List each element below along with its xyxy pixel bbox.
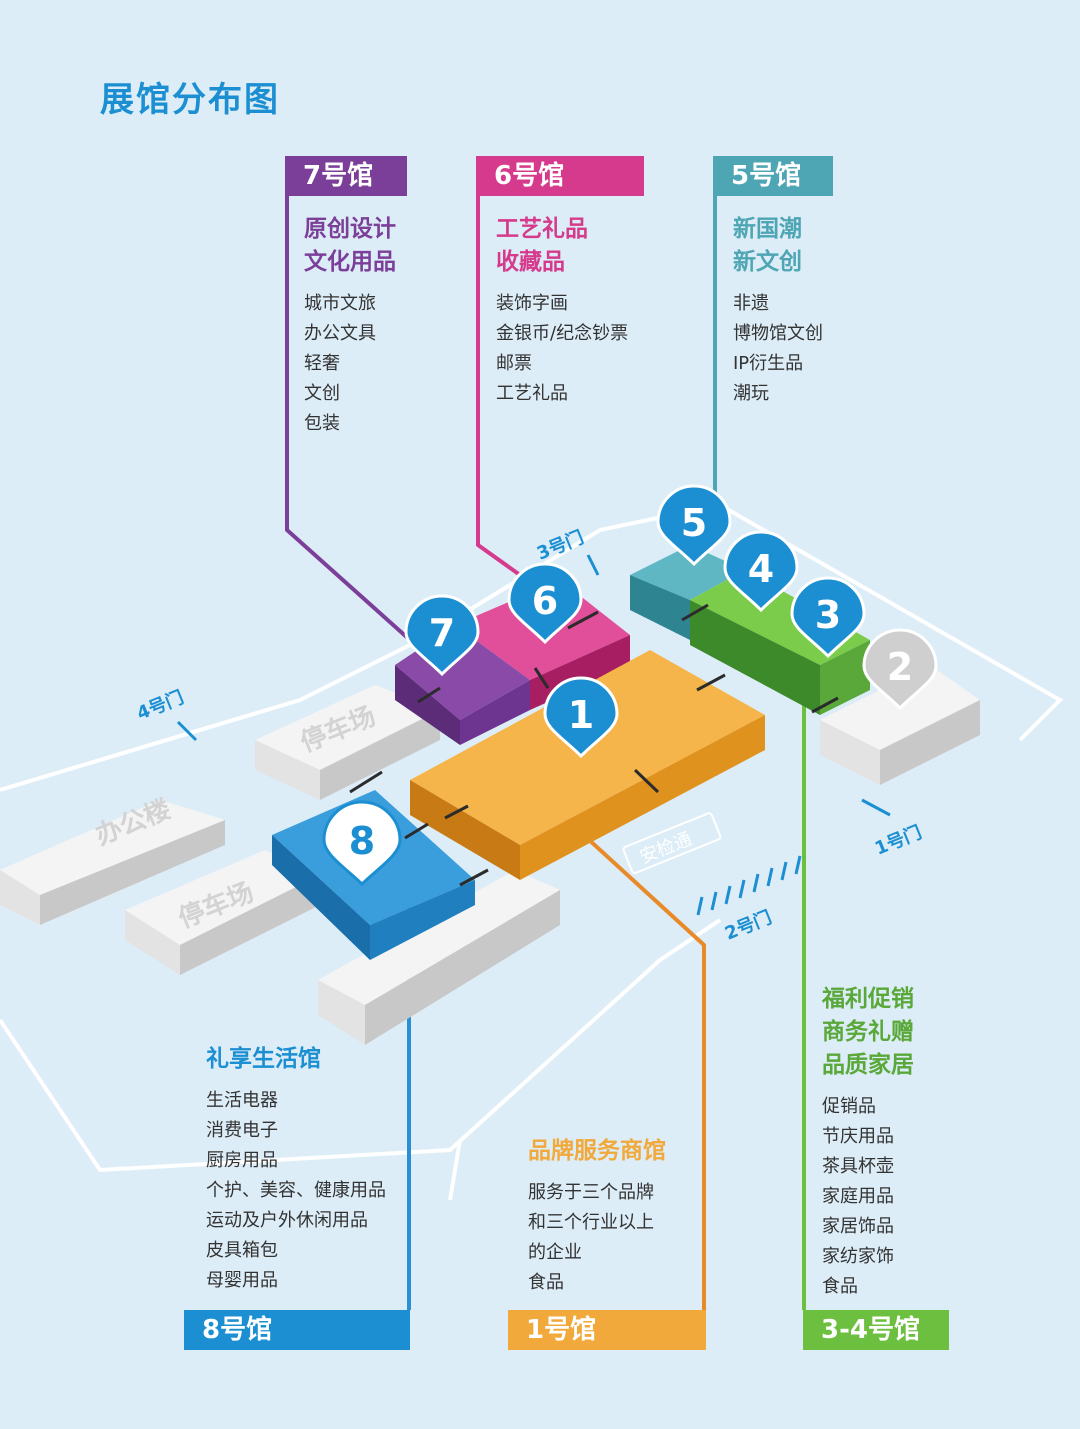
connector-arrows (349, 603, 839, 887)
hall5-headline-2: 新文创 (733, 249, 802, 275)
hall34-item: 家庭用品 (822, 1186, 894, 1207)
hall6-item: 装饰字画 (496, 293, 568, 314)
hall1-item: 服务于三个品牌 (528, 1182, 654, 1203)
pin-7: 7 (404, 594, 480, 677)
security-sign: 安检通 (622, 812, 722, 875)
hall1-item: 和三个行业以上 (528, 1212, 654, 1233)
pin-6: 6 (507, 562, 583, 645)
site-boundary (0, 502, 1064, 1201)
hall7-item: 包装 (304, 413, 340, 434)
hall7-headline-1: 原创设计 (304, 216, 396, 242)
hall7-item: 文创 (304, 383, 340, 404)
hall6-item: 金银币/纪念钞票 (496, 323, 629, 344)
svg-text:3: 3 (815, 593, 841, 637)
hall5-item: 博物馆文创 (733, 323, 823, 344)
hall7-item: 办公文具 (304, 323, 376, 344)
hall7-item: 轻奢 (304, 353, 340, 374)
hall34-item: 节庆用品 (822, 1126, 894, 1147)
hall34-headline-1: 福利促销 (822, 986, 914, 1012)
gate2-label: 2号门 (722, 906, 775, 945)
hall1-tag: 1号馆 (508, 1310, 706, 1350)
hall34-headline-2: 商务礼赠 (822, 1019, 914, 1045)
hall8-info: 礼享生活馆 生活电器 消费电子 厨房用品 个护、美容、健康用品 运动及户外休闲用… (206, 1043, 386, 1296)
svg-text:1: 1 (568, 693, 594, 737)
svg-text:5: 5 (681, 501, 707, 545)
pin-5: 5 (656, 484, 732, 567)
hall6-headline-1: 工艺礼品 (496, 216, 588, 242)
hall6-info: 工艺礼品 收藏品 装饰字画 金银币/纪念钞票 邮票 工艺礼品 (496, 213, 628, 409)
hall1-headline: 品牌服务商馆 (528, 1138, 666, 1164)
svg-text:6: 6 (532, 579, 558, 623)
pin-2: 2 (862, 628, 938, 711)
pin-3: 3 (790, 576, 866, 659)
hall8-item: 运动及户外休闲用品 (206, 1210, 368, 1231)
hall34-item: 食品 (822, 1276, 858, 1297)
hall34-info: 福利促销 商务礼赠 品质家居 促销品 节庆用品 茶具杯壶 家庭用品 家居饰品 家… (822, 983, 914, 1302)
hall8-item: 消费电子 (206, 1120, 278, 1141)
hall6-item: 工艺礼品 (496, 383, 568, 404)
hall6-tag: 6号馆 (476, 156, 644, 196)
hall6-item: 邮票 (496, 353, 532, 374)
hall8-item: 厨房用品 (206, 1150, 278, 1171)
hall6-headline-2: 收藏品 (496, 249, 565, 275)
hall8-tag: 8号馆 (184, 1310, 410, 1350)
svg-text:2: 2 (887, 645, 913, 689)
hall8-item: 个护、美容、健康用品 (206, 1180, 386, 1201)
gate1-label: 1号门 (872, 821, 925, 860)
gate-arrows (176, 554, 891, 916)
page-title: 展馆分布图 (100, 80, 280, 120)
hall7-info: 原创设计 文化用品 城市文旅 办公文具 轻奢 文创 包装 (304, 213, 396, 439)
pin-1: 1 (543, 676, 619, 759)
svg-text:4: 4 (748, 547, 774, 591)
hall8-item: 皮具箱包 (206, 1240, 278, 1261)
hall34-tag: 3-4号馆 (803, 1310, 949, 1350)
hall34-item: 促销品 (822, 1096, 876, 1117)
hall34-item: 茶具杯壶 (822, 1156, 894, 1177)
hall5-info: 新国潮 新文创 非遗 博物馆文创 IP衍生品 潮玩 (733, 213, 823, 409)
hall1-info: 品牌服务商馆 服务于三个品牌 和三个行业以上 的企业 食品 (528, 1135, 666, 1298)
hall7-tag: 7号馆 (285, 156, 407, 196)
map-pins: 5 4 3 2 6 7 1 8 (322, 484, 938, 887)
gate3-label: 3号门 (534, 526, 587, 565)
hall1-item: 食品 (528, 1272, 564, 1293)
hall1-item: 的企业 (528, 1242, 582, 1263)
hall5-tag: 5号馆 (713, 156, 833, 196)
hall8-headline: 礼享生活馆 (206, 1046, 321, 1072)
pin-4: 4 (723, 530, 799, 613)
hall5-item: IP衍生品 (733, 353, 804, 374)
hall5-item: 潮玩 (733, 383, 769, 404)
hall5-headline-1: 新国潮 (733, 216, 802, 242)
hall7-item: 城市文旅 (304, 293, 376, 314)
white-buildings (0, 665, 980, 1045)
svg-text:安检通: 安检通 (637, 828, 695, 868)
hall34-headline-3: 品质家居 (822, 1052, 914, 1078)
svg-text:7: 7 (429, 611, 455, 655)
hall34-item: 家居饰品 (822, 1216, 894, 1237)
svg-text:8: 8 (349, 819, 375, 863)
gate4-label: 4号门 (134, 686, 187, 725)
hall8-item: 生活电器 (206, 1090, 278, 1111)
hall34-item: 家纺家饰 (822, 1246, 894, 1267)
pin-8: 8 (322, 800, 402, 887)
hall7-headline-2: 文化用品 (304, 249, 396, 275)
hall5-item: 非遗 (733, 293, 769, 314)
hall8-item: 母婴用品 (206, 1270, 278, 1291)
